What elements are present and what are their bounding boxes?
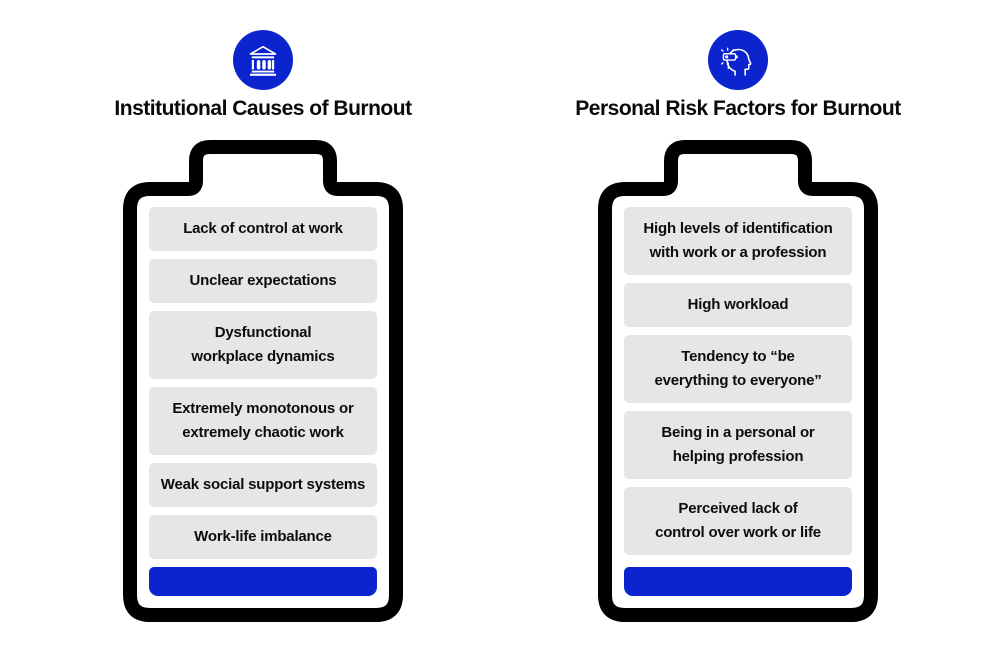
battery-item: Perceived lack of control over work or l… — [624, 487, 852, 555]
battery-item: Dysfunctional workplace dynamics — [149, 311, 377, 379]
battery-items-list: High levels of identification with work … — [624, 207, 852, 596]
battery-item: Weak social support systems — [149, 463, 377, 507]
personal-icon-badge — [708, 30, 768, 90]
battery-item: Lack of control at work — [149, 207, 377, 251]
battery-item: High levels of identification with work … — [624, 207, 852, 275]
battery-diagram-personal: High levels of identification with work … — [598, 140, 878, 622]
panel-personal-risk-factors: Personal Risk Factors for Burnout High l… — [575, 0, 901, 650]
battery-item: High workload — [624, 283, 852, 327]
battery-item: Unclear expectations — [149, 259, 377, 303]
bank-building-icon — [249, 45, 277, 76]
battery-fill-bar — [149, 567, 377, 596]
head-low-battery-icon — [721, 47, 752, 76]
battery-fill-bar — [624, 567, 852, 596]
panel-title: Institutional Causes of Burnout — [114, 97, 412, 120]
battery-diagram-institutional: Lack of control at work Unclear expectat… — [123, 140, 403, 622]
battery-item: Being in a personal or helping professio… — [624, 411, 852, 479]
battery-item: Work-life imbalance — [149, 515, 377, 559]
panel-title: Personal Risk Factors for Burnout — [575, 97, 901, 120]
battery-item: Tendency to “be everything to everyone” — [624, 335, 852, 403]
battery-items-list: Lack of control at work Unclear expectat… — [149, 207, 377, 596]
battery-item: Extremely monotonous or extremely chaoti… — [149, 387, 377, 455]
panel-institutional-causes: Institutional Causes of Burnout Lack of … — [114, 0, 412, 650]
institution-icon-badge — [233, 30, 293, 90]
